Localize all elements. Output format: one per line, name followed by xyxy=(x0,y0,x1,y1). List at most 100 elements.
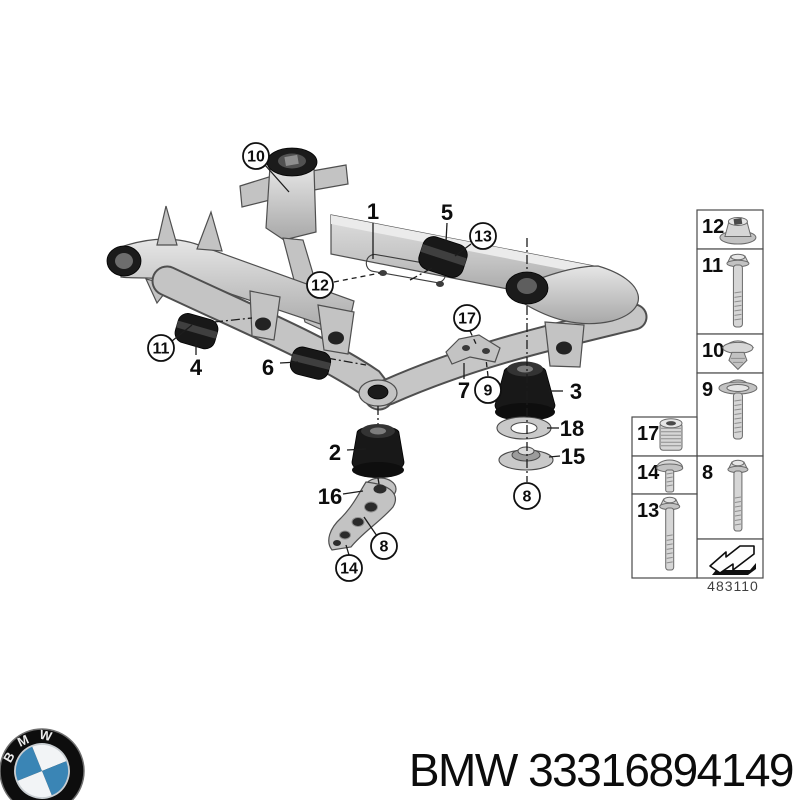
left-fin xyxy=(196,210,223,252)
arm-hole xyxy=(339,530,351,540)
callout-circle xyxy=(513,482,541,510)
leader-line xyxy=(345,544,350,556)
callout-12: 12 xyxy=(306,271,334,299)
bracket-hole xyxy=(482,348,490,354)
lug-hole xyxy=(556,341,572,355)
callout-number: 6 xyxy=(262,355,274,380)
roundel-inner-rim xyxy=(14,743,70,799)
part-number-text: BMW 33316894149 xyxy=(408,744,795,796)
panel-box-8: 8 xyxy=(696,455,764,540)
bolt-icon xyxy=(727,459,749,532)
flange-nut-icon xyxy=(719,217,757,245)
leader-line xyxy=(213,317,253,323)
leader-line xyxy=(346,448,367,451)
leader-lines xyxy=(171,164,563,556)
leader-line xyxy=(342,490,364,495)
callout-circle xyxy=(474,376,502,404)
panel-box-number: 14 xyxy=(637,462,660,484)
callout-circle xyxy=(469,222,497,250)
hanging-lug xyxy=(249,290,281,341)
callout-10: 10 xyxy=(242,142,270,170)
part-15-mount xyxy=(498,446,554,471)
leader-line xyxy=(264,164,290,193)
panel-box-17: 17 xyxy=(631,416,698,457)
left-end-bushing-core xyxy=(115,253,133,269)
callout-number: 13 xyxy=(474,229,492,246)
callout-circle xyxy=(306,271,334,299)
part-7-bracket xyxy=(445,334,501,365)
long-screw-icon xyxy=(659,496,681,571)
callout-16: 16 xyxy=(318,484,342,509)
mount-tower xyxy=(265,165,317,241)
callout-number: 18 xyxy=(560,416,584,441)
callout-14: 14 xyxy=(335,554,363,582)
callout-circle xyxy=(453,304,481,332)
callout-number: 15 xyxy=(561,444,585,469)
hanging-lug xyxy=(317,304,355,355)
bracket-plate xyxy=(445,334,501,365)
part-6-bushing xyxy=(289,346,332,380)
callout-8: 8 xyxy=(513,482,541,510)
callout-13: 13 xyxy=(469,222,497,250)
leader-line xyxy=(485,358,489,377)
roundel-rim xyxy=(0,728,85,800)
lug-hole xyxy=(255,317,271,331)
callout-15: 15 xyxy=(561,444,585,469)
panel-box-12: 12 xyxy=(696,209,764,250)
expansion-clip-icon xyxy=(721,340,755,371)
leader-line xyxy=(409,267,433,281)
panel-box-10: 10 xyxy=(696,333,764,374)
callout-6: 6 xyxy=(262,355,274,380)
callout-number: 9 xyxy=(484,383,493,400)
part-2-bushing xyxy=(351,424,405,478)
bushing-band xyxy=(176,320,218,339)
callout-number: 12 xyxy=(311,278,329,295)
callout-4: 4 xyxy=(190,355,203,380)
arm-hole xyxy=(364,501,378,513)
callout-11: 11 xyxy=(147,334,175,362)
panel-box-number: 17 xyxy=(637,423,659,445)
callout-3: 3 xyxy=(570,379,582,404)
center-boss-bushing xyxy=(367,384,389,400)
direction-arrow-icon xyxy=(709,545,756,575)
callout-number: 5 xyxy=(441,200,453,225)
bushing-cap xyxy=(370,427,386,435)
bmw-roundel-group: BMW xyxy=(0,726,85,800)
leader-line xyxy=(377,477,380,485)
callout-number: 11 xyxy=(153,341,170,358)
callout-2: 2 xyxy=(329,440,341,465)
part-3-bushing xyxy=(494,361,556,421)
roundel-quadrant-blue xyxy=(15,746,42,781)
washer-screw-icon xyxy=(718,379,758,440)
callout-number: 7 xyxy=(458,378,470,403)
leader-line xyxy=(363,516,378,537)
leader-line xyxy=(333,272,381,283)
panel-box-9: 9 xyxy=(696,372,764,457)
arm-hole xyxy=(333,540,341,546)
roundel-quadrant-blue xyxy=(42,761,69,796)
lower-rail-left xyxy=(153,267,393,409)
panel-box-number: 11 xyxy=(702,255,723,277)
arm-hole xyxy=(351,517,365,527)
callout-number: 4 xyxy=(190,355,203,380)
part-18-washer xyxy=(496,416,552,440)
right-end-bushing-core xyxy=(517,278,537,294)
panel-box-number: 12 xyxy=(702,216,724,238)
panel-box-14: 14 xyxy=(631,455,698,495)
part-4-bushing xyxy=(174,313,219,350)
callout-1: 1 xyxy=(367,199,379,224)
callout-circle xyxy=(370,532,398,560)
bushing-band xyxy=(291,353,331,370)
callout-circle xyxy=(242,142,270,170)
short-screw-icon xyxy=(656,459,684,493)
callout-17: 17 xyxy=(453,304,481,332)
leader-line xyxy=(279,361,299,364)
callout-number: 10 xyxy=(247,149,265,166)
beam-bolt-hole xyxy=(379,270,387,276)
arm-hole xyxy=(373,484,387,494)
panel-box-11: 11 xyxy=(696,248,764,335)
threaded-sleeve-icon xyxy=(659,418,683,451)
beam-bolt-hole xyxy=(436,281,444,287)
